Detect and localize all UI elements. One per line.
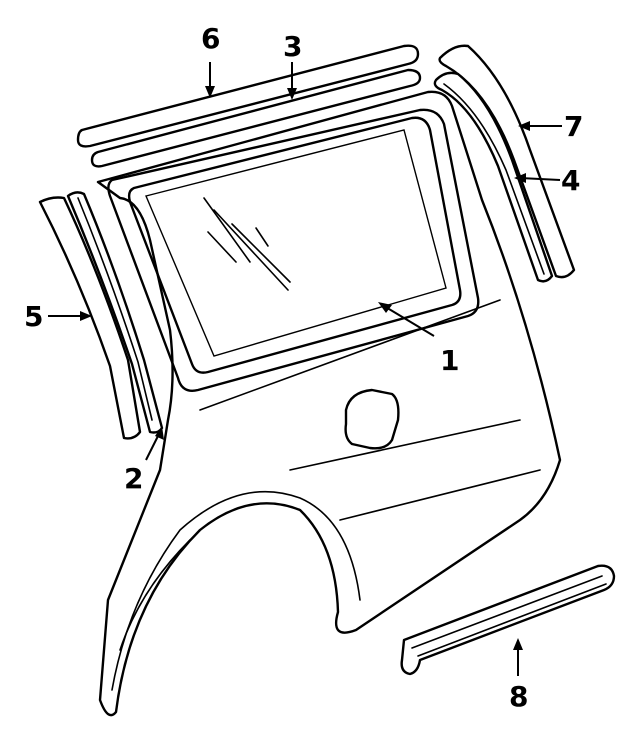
quarter-glass xyxy=(127,116,462,374)
callout-labels: 1 2 3 4 5 6 7 8 xyxy=(24,22,583,713)
window-frame xyxy=(107,108,480,392)
molding-8 xyxy=(400,564,616,676)
molding-3 xyxy=(90,68,422,168)
leader-lines xyxy=(48,62,562,676)
callout-5: 5 xyxy=(24,300,43,333)
molding-7 xyxy=(438,44,576,279)
quarter-panel xyxy=(96,90,562,717)
callout-3: 3 xyxy=(283,30,302,63)
callout-4: 4 xyxy=(561,164,580,197)
callout-8: 8 xyxy=(509,680,528,713)
callout-7: 7 xyxy=(564,110,583,143)
callout-2: 2 xyxy=(124,462,143,495)
callout-1: 1 xyxy=(440,344,459,377)
molding-5 xyxy=(38,196,142,440)
callout-6: 6 xyxy=(201,22,220,55)
molding-4 xyxy=(433,71,554,283)
molding-6 xyxy=(76,44,420,148)
